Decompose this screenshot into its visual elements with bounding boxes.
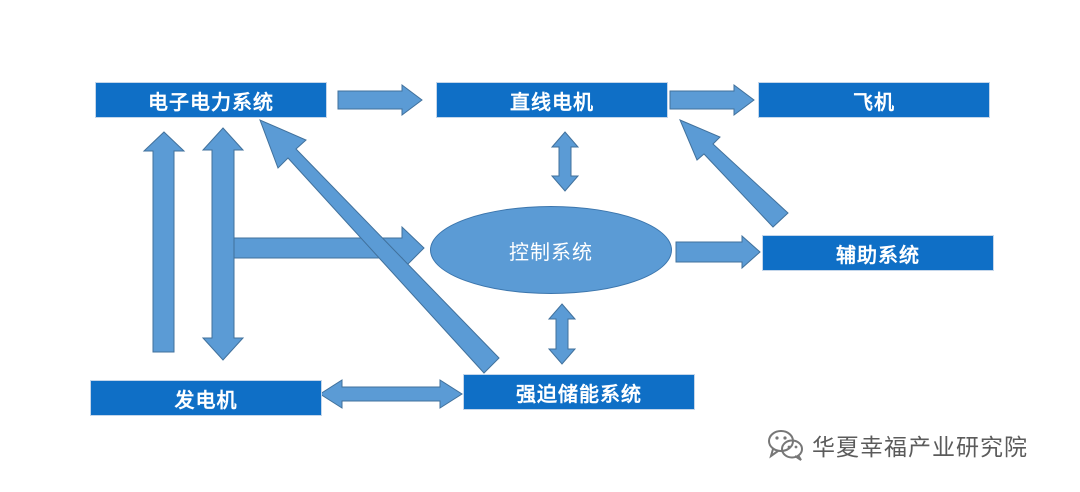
arrow-aux-to-linear xyxy=(679,119,789,228)
arrow-generator-to-power xyxy=(142,131,186,353)
arrow-linear-control-double xyxy=(550,131,580,192)
wechat-icon xyxy=(768,430,803,461)
node-linear-motor: 直线电机 xyxy=(436,82,668,118)
node-auxiliary-system: 辅助系统 xyxy=(762,235,994,271)
arrow-generator-storage-double xyxy=(319,379,463,409)
node-forced-energy-storage: 强迫储能系统 xyxy=(463,374,695,410)
arrow-branch-to-control xyxy=(233,225,425,272)
node-aircraft: 飞机 xyxy=(758,82,990,118)
arrow-control-to-aux xyxy=(675,234,761,270)
arrow-control-storage-double xyxy=(547,303,577,365)
arrow-storage-to-power xyxy=(259,119,500,374)
node-generator: 发电机 xyxy=(90,380,322,416)
watermark: 华夏幸福产业研究院 xyxy=(766,426,1028,464)
arrow-linear-to-aircraft xyxy=(669,84,755,116)
node-control-system: 控制系统 xyxy=(430,206,672,294)
node-power-electronics-system: 电子电力系统 xyxy=(95,82,327,118)
watermark-text: 华夏幸福产业研究院 xyxy=(812,435,1028,461)
arrow-power-generator-double xyxy=(201,127,245,361)
arrow-power-to-linear xyxy=(337,84,423,116)
